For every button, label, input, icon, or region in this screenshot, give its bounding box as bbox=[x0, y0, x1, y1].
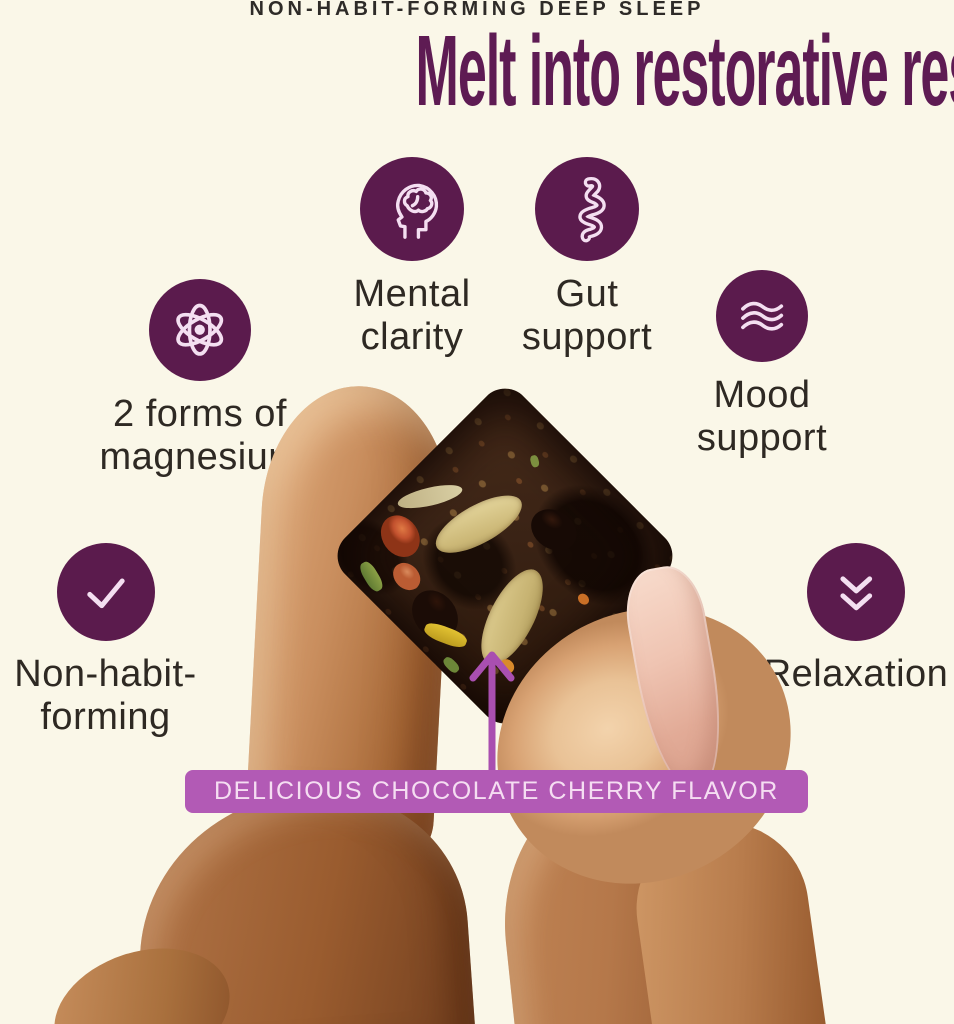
page-title: Melt into restorative rest with one Bite bbox=[415, 15, 954, 127]
headline-wrap: Melt into restorative rest with one Bite bbox=[0, 20, 954, 122]
feature-non-habit-forming: Non-habit- forming bbox=[0, 543, 223, 738]
feature-two-forms-magnesium: 2 forms of magnesium bbox=[70, 279, 330, 478]
feature-mental-clarity: Mental clarity bbox=[292, 157, 532, 358]
orange-fleck bbox=[575, 591, 592, 607]
green-fleck bbox=[529, 454, 541, 469]
feature-label: Mood support bbox=[696, 374, 828, 459]
feature-gut-support: Gut support bbox=[467, 157, 707, 358]
pumpkin-seed bbox=[441, 654, 462, 675]
dried-cherry bbox=[523, 500, 585, 559]
brain-icon bbox=[360, 157, 464, 261]
feature-label: Non-habit- forming bbox=[14, 653, 197, 738]
goji-berry bbox=[372, 507, 428, 565]
feature-relaxation: Relaxation bbox=[750, 543, 954, 696]
waves-icon bbox=[716, 270, 808, 362]
flavor-callout-label: DELICIOUS CHOCOLATE CHERRY FLAVOR bbox=[214, 777, 779, 805]
check-icon bbox=[56, 543, 155, 641]
feature-label: Relaxation bbox=[763, 653, 949, 695]
atom-icon bbox=[149, 279, 251, 381]
feature-label: Gut support bbox=[521, 273, 653, 358]
flavor-callout-badge: DELICIOUS CHOCOLATE CHERRY FLAVOR bbox=[185, 770, 808, 813]
arrow-up-icon bbox=[469, 651, 515, 776]
goji-berry bbox=[387, 557, 426, 596]
feature-label: Mental clarity bbox=[353, 273, 471, 358]
pumpkin-seed bbox=[357, 559, 386, 594]
gut-icon bbox=[535, 157, 639, 261]
feature-mood-support: Mood support bbox=[642, 270, 882, 459]
almond-sliver bbox=[395, 480, 465, 513]
feature-label: 2 forms of magnesium bbox=[99, 393, 301, 478]
double-chevron-down-icon bbox=[807, 543, 905, 641]
eyebrow-text: NON-HABIT-FORMING DEEP SLEEP bbox=[249, 0, 705, 20]
